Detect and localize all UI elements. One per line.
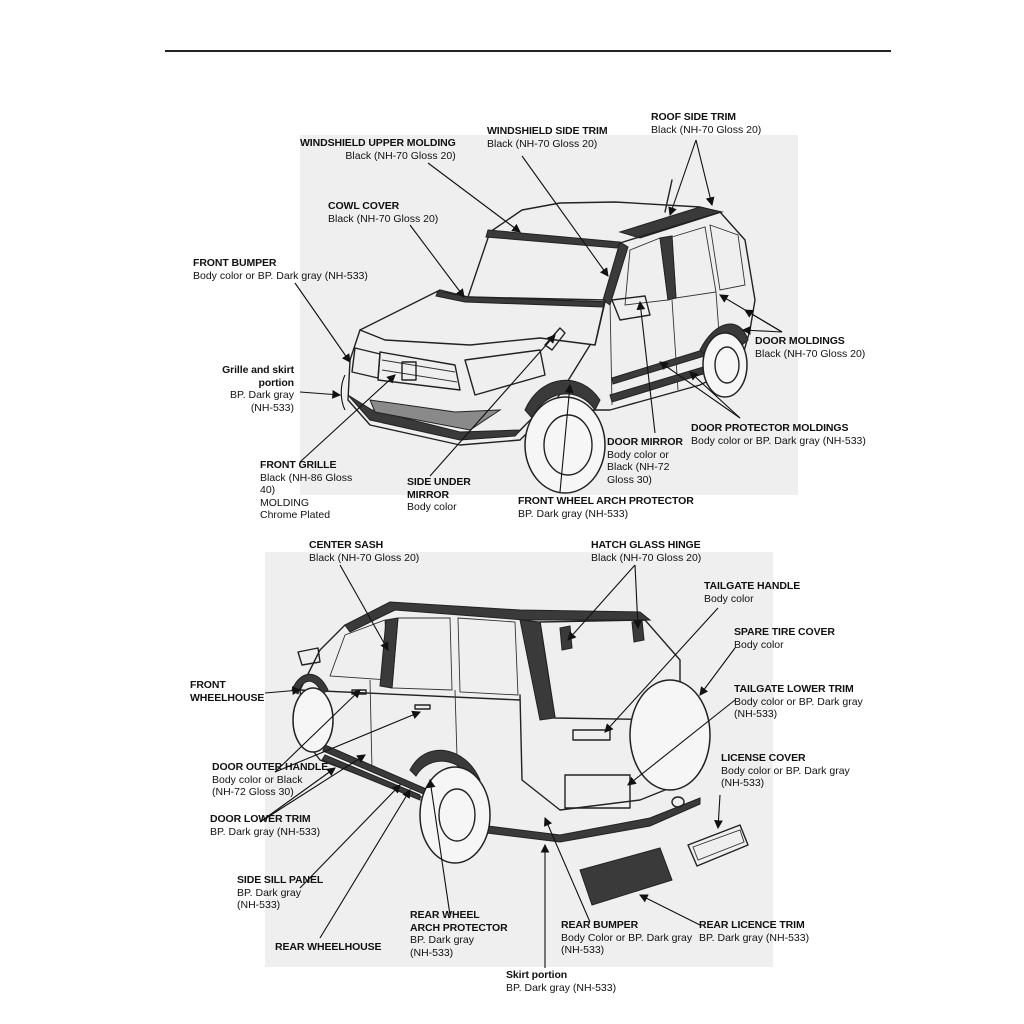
label-title: REAR WHEELHOUSE [275, 941, 382, 953]
label-desc: Black (NH-70 Gloss 20) [755, 347, 866, 360]
label-title: DOOR MIRROR [607, 436, 683, 448]
label-desc: Black (NH-86 Gloss [260, 471, 353, 484]
label-rear-bumper: REAR BUMPER Body Color or BP. Dark gray … [561, 919, 692, 957]
label-desc: Body Color or BP. Dark gray [561, 931, 693, 944]
label-desc: Black (NH-70 Gloss 20) [328, 212, 439, 225]
label-door-moldings: DOOR MOLDINGS Black (NH-70 Gloss 20) [755, 335, 865, 360]
label-desc: Gloss 30) [607, 473, 652, 486]
label-desc: Black (NH-70 Gloss 20) [591, 551, 702, 564]
label-title: TAILGATE LOWER TRIM [734, 683, 854, 695]
label-title: SIDE SILL PANEL [237, 874, 324, 886]
rear-view-panel [265, 552, 773, 967]
label-desc: (NH-533) [237, 899, 281, 911]
label-title: ARCH PROTECTOR [410, 921, 508, 934]
label-desc: Body color [734, 638, 784, 651]
label-desc: Black (NH-70 Gloss 20) [487, 137, 598, 150]
label-desc: (NH-533) [561, 944, 605, 956]
label-title: WINDSHIELD SIDE TRIM [487, 125, 608, 137]
label-grille-skirt: Grille and skirt portion BP. Dark gray (… [222, 364, 294, 414]
label-desc: Body color or [607, 448, 669, 461]
label-door-lower-trim: DOOR LOWER TRIM BP. Dark gray (NH-533) [210, 813, 320, 838]
label-windshield-upper-molding: WINDSHIELD UPPER MOLDING Black (NH-70 Gl… [300, 137, 456, 162]
label-title: CENTER SASH [309, 539, 384, 551]
label-title: FRONT WHEEL ARCH PROTECTOR [518, 495, 694, 507]
label-title: portion [258, 376, 295, 389]
label-title: LICENSE COVER [721, 752, 806, 764]
label-desc: BP. Dark gray [410, 934, 474, 946]
label-desc: Body color [407, 501, 457, 513]
label-title: ROOF SIDE TRIM [651, 111, 736, 123]
label-rear-wheel-arch-protector: REAR WHEEL ARCH PROTECTOR BP. Dark gray … [410, 909, 508, 959]
label-desc: (NH-533) [721, 777, 765, 789]
label-tailgate-handle: TAILGATE HANDLE Body color [704, 580, 800, 605]
label-desc: Black (NH-72 [607, 461, 670, 473]
label-desc: (NH-533) [410, 946, 454, 959]
label-hatch-glass-hinge: HATCH GLASS HINGE Black (NH-70 Gloss 20) [591, 539, 701, 564]
label-title: DOOR OUTER HANDLE [212, 761, 329, 773]
label-desc: BP. Dark gray [230, 389, 294, 401]
label-title: DOOR PROTECTOR MOLDINGS [691, 422, 849, 434]
label-desc: Body color [704, 592, 754, 605]
label-desc: BP. Dark gray [237, 886, 301, 899]
label-skirt-portion: Skirt portion BP. Dark gray (NH-533) [506, 969, 616, 994]
label-door-protector-moldings: DOOR PROTECTOR MOLDINGS Body color or BP… [691, 422, 866, 447]
label-door-outer-handle: DOOR OUTER HANDLE Body color or Black (N… [212, 761, 328, 799]
label-title: REAR WHEEL [410, 909, 480, 921]
label-title: REAR BUMPER [561, 919, 639, 931]
label-title: FRONT [190, 679, 226, 691]
label-roof-side-trim: ROOF SIDE TRIM Black (NH-70 Gloss 20) [651, 111, 761, 136]
label-desc: BP. Dark gray (NH-533) [210, 825, 321, 838]
label-desc: MOLDING [260, 496, 310, 509]
label-desc: 40) [260, 484, 276, 496]
label-title: TAILGATE HANDLE [704, 580, 801, 592]
label-desc: Black (NH-70 Gloss 20) [309, 551, 420, 564]
label-title: SIDE UNDER [407, 476, 471, 488]
label-center-sash: CENTER SASH Black (NH-70 Gloss 20) [309, 539, 419, 564]
label-windshield-side-trim: WINDSHIELD SIDE TRIM Black (NH-70 Gloss … [487, 125, 608, 150]
label-desc: (NH-533) [734, 708, 778, 720]
label-desc: Body color or BP. Dark gray [721, 764, 850, 777]
label-desc: (NH-72 Gloss 30) [212, 786, 294, 798]
label-tailgate-lower-trim: TAILGATE LOWER TRIM Body color or BP. Da… [734, 683, 863, 721]
label-cowl-cover: COWL COVER Black (NH-70 Gloss 20) [328, 200, 438, 225]
label-spare-tire-cover: SPARE TIRE COVER Body color [734, 626, 835, 651]
label-title: REAR LICENCE TRIM [699, 919, 805, 931]
label-title: MIRROR [407, 488, 449, 501]
label-rear-licence-trim: REAR LICENCE TRIM BP. Dark gray (NH-533) [699, 919, 809, 944]
label-front-wheel-arch-protector: FRONT WHEEL ARCH PROTECTOR BP. Dark gray… [518, 495, 694, 520]
label-desc: Chrome Plated [260, 509, 331, 521]
label-desc: BP. Dark gray (NH-533) [518, 507, 629, 520]
label-title: DOOR MOLDINGS [755, 335, 845, 347]
label-title: DOOR LOWER TRIM [210, 813, 311, 825]
label-title: SPARE TIRE COVER [734, 626, 835, 638]
label-license-cover: LICENSE COVER Body color or BP. Dark gra… [721, 752, 850, 790]
label-rear-wheelhouse: REAR WHEELHOUSE [275, 941, 382, 954]
label-title: Skirt portion [506, 969, 568, 981]
label-title: WHEELHOUSE [190, 691, 265, 704]
label-desc: BP. Dark gray (NH-533) [506, 981, 617, 994]
label-desc: (NH-533) [250, 401, 294, 414]
label-desc: Body color or Black [212, 773, 303, 786]
label-desc: Body color or BP. Dark gray (NH-533) [193, 269, 368, 282]
label-front-grille: FRONT GRILLE Black (NH-86 Gloss 40) MOLD… [260, 459, 352, 522]
label-title: Grille and skirt [222, 364, 294, 376]
header-rule [165, 50, 891, 52]
label-side-under-mirror: SIDE UNDER MIRROR Body color [407, 476, 471, 514]
label-desc: BP. Dark gray (NH-533) [699, 931, 810, 944]
label-front-wheelhouse: FRONT WHEELHOUSE [190, 679, 264, 704]
label-desc: Body color or BP. Dark gray [734, 695, 863, 708]
label-title: COWL COVER [328, 200, 400, 212]
label-title: FRONT BUMPER [193, 257, 277, 269]
label-title: WINDSHIELD UPPER MOLDING [300, 137, 456, 149]
label-side-sill-panel: SIDE SILL PANEL BP. Dark gray (NH-533) [237, 874, 323, 912]
label-front-bumper: FRONT BUMPER Body color or BP. Dark gray… [193, 257, 368, 282]
label-door-mirror: DOOR MIRROR Body color or Black (NH-72 G… [607, 436, 683, 486]
label-desc: Black (NH-70 Gloss 20) [651, 123, 762, 136]
label-desc: Body color or BP. Dark gray (NH-533) [691, 434, 866, 447]
label-title: FRONT GRILLE [260, 459, 337, 471]
label-desc: Black (NH-70 Gloss 20) [345, 149, 456, 162]
label-title: HATCH GLASS HINGE [591, 539, 701, 551]
